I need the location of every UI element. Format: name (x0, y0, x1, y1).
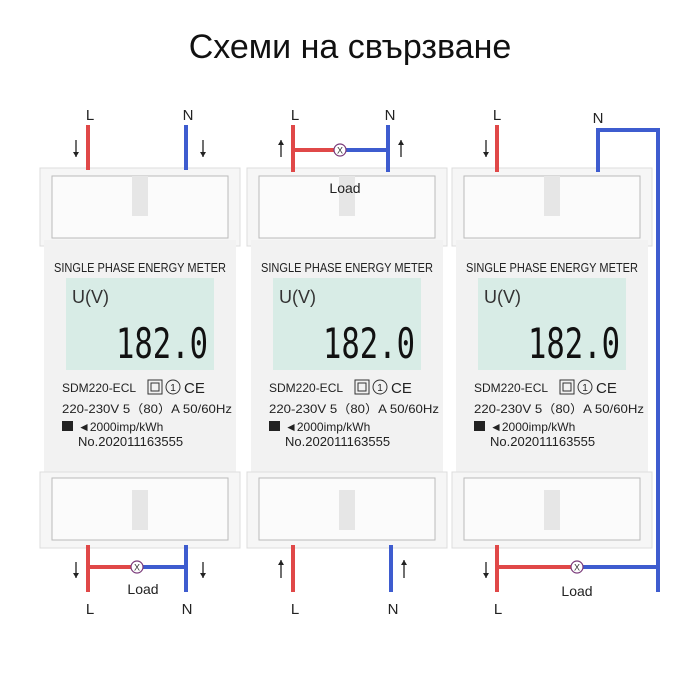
lamp-label: X (337, 146, 343, 156)
arrow-up-icon-head (398, 140, 404, 145)
load-label: Load (561, 583, 592, 599)
double-insulation-icon (559, 379, 575, 395)
lamp-icon (570, 560, 584, 574)
pulse-led-icon (62, 421, 73, 431)
lcd-reading: 182.0 (528, 319, 620, 368)
top-clip (339, 176, 355, 216)
terminal-label-l: L (291, 107, 299, 124)
double-insulation-inner (150, 382, 160, 392)
class-icon (577, 379, 593, 395)
terminal-label-l: L (86, 107, 94, 124)
meter-3: SINGLE PHASE ENERGY METER U(V) 182.0SDM220… (451, 167, 653, 549)
model-label: SDM220-ECL (269, 381, 343, 395)
top-clip (544, 176, 560, 216)
lcd-display (273, 278, 421, 370)
double-insulation-inner (357, 382, 367, 392)
arrow-up-icon-head (401, 560, 407, 565)
lcd-reading: 182.0 (323, 319, 415, 368)
arrow-up-icon-head (278, 560, 284, 565)
bottom-clip (544, 490, 560, 530)
class-icon (372, 379, 388, 395)
double-insulation-icon (354, 379, 370, 395)
bottom-clip (339, 490, 355, 530)
lcd-display (66, 278, 214, 370)
load-label: Load (329, 180, 360, 196)
arrow-down-icon-head (200, 152, 206, 157)
lcd-unit: U(V) (72, 287, 109, 307)
ce-mark: CE (184, 380, 205, 397)
impulse-label: ◄2000imp/kWh (78, 420, 163, 434)
model-label: SDM220-ECL (62, 381, 136, 395)
ce-mark: CE (596, 380, 617, 397)
meter-1: SINGLE PHASE ENERGY METER U(V) 182.0SDM220… (39, 167, 241, 549)
terminal-label-n: N (183, 107, 194, 124)
lcd-unit: U(V) (484, 287, 521, 307)
meter-heading: SINGLE PHASE ENERGY METER (261, 260, 433, 275)
lamp-icon (130, 560, 144, 574)
rating-label: 220-230V 5（80）A 50/60Hz (62, 402, 232, 416)
impulse-label: ◄2000imp/kWh (490, 420, 575, 434)
arrow-down-icon-head (73, 152, 79, 157)
serial-label: No.202011163555 (285, 434, 390, 449)
lcd-display (478, 278, 626, 370)
page-title: Схеми на свързване (188, 28, 512, 66)
pulse-led-icon (269, 421, 280, 431)
neutral-wire (596, 128, 660, 592)
terminal-label-n: N (593, 110, 604, 127)
lamp-label: X (574, 563, 580, 573)
lamp-label: X (134, 563, 140, 573)
load-label: Load (127, 581, 158, 597)
arrow-up-icon-head (278, 140, 284, 145)
lcd-unit: U(V) (279, 287, 316, 307)
arrow-down-icon-head (200, 573, 206, 578)
meter-heading: SINGLE PHASE ENERGY METER (466, 260, 638, 275)
bottom-clip (132, 490, 148, 530)
arrow-down-icon-head (483, 573, 489, 578)
class-label: 1 (582, 383, 588, 394)
double-insulation-icon (147, 379, 163, 395)
terminal-label-l: L (493, 107, 501, 124)
lcd-reading: 182.0 (116, 319, 208, 368)
model-label: SDM220-ECL (474, 381, 548, 395)
rating-label: 220-230V 5（80）A 50/60Hz (269, 402, 439, 416)
terminal-label-n: N (385, 107, 396, 124)
meter-heading: SINGLE PHASE ENERGY METER (54, 260, 226, 275)
impulse-label: ◄2000imp/kWh (285, 420, 370, 434)
terminal-label-n: N (388, 601, 399, 618)
pulse-led-icon (474, 421, 485, 431)
class-icon (165, 379, 181, 395)
serial-label: No.202011163555 (78, 434, 183, 449)
terminal-label-l: L (494, 601, 502, 618)
arrow-down-icon-head (73, 573, 79, 578)
lamp-icon (333, 143, 347, 157)
ce-mark: CE (391, 380, 412, 397)
meter-2: SINGLE PHASE ENERGY METER U(V) 182.0SDM220… (246, 167, 448, 549)
top-clip (132, 176, 148, 216)
arrow-down-icon-head (483, 152, 489, 157)
class-label: 1 (377, 383, 383, 394)
class-label: 1 (170, 383, 176, 394)
rating-label: 220-230V 5（80）A 50/60Hz (474, 402, 644, 416)
terminal-label-n: N (182, 601, 193, 618)
serial-label: No.202011163555 (490, 434, 595, 449)
terminal-label-l: L (86, 601, 94, 618)
double-insulation-inner (562, 382, 572, 392)
terminal-label-l: L (291, 601, 299, 618)
